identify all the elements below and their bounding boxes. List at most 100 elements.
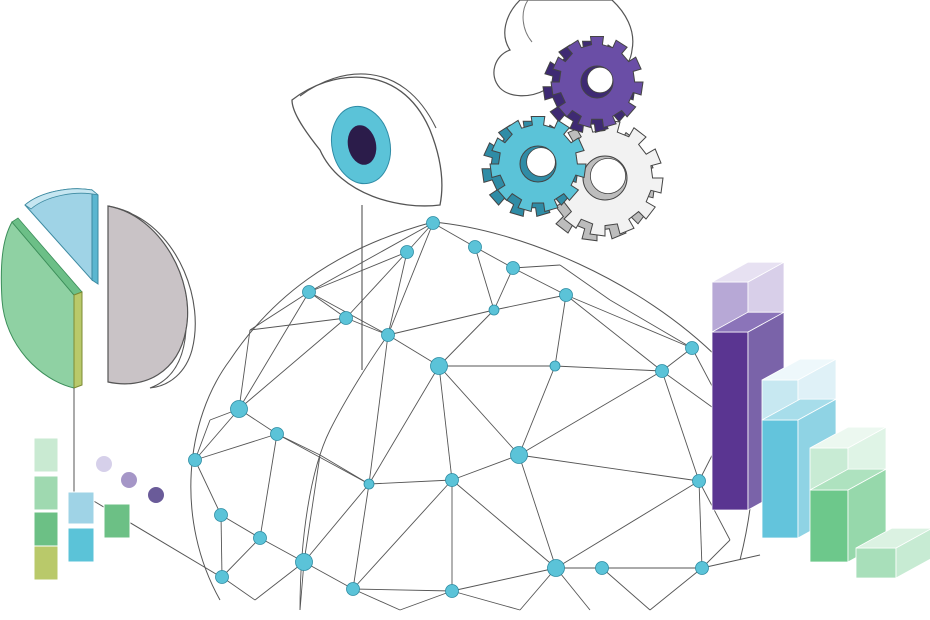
swatch: [33, 511, 59, 547]
network-link: [194, 459, 222, 516]
network-link: [194, 408, 240, 461]
network-link: [451, 479, 557, 569]
network-link: [474, 246, 495, 311]
gear-blue-icon-hole-inner: [526, 147, 556, 177]
network-node: [595, 561, 609, 575]
network-link: [276, 433, 370, 485]
network-link: [308, 291, 347, 319]
network-link: [609, 299, 693, 349]
network-link: [512, 264, 561, 269]
dot: [148, 487, 164, 503]
network-link: [238, 317, 347, 410]
network-link: [387, 334, 440, 367]
network-link: [249, 291, 310, 331]
network-node: [488, 304, 500, 316]
network-link: [352, 588, 453, 592]
swatch-face: [33, 437, 59, 473]
network-link: [352, 479, 453, 590]
network-link: [387, 222, 434, 336]
network-link: [368, 334, 389, 485]
swatch-face: [33, 475, 59, 511]
network-node: [363, 478, 375, 490]
network-node: [302, 285, 316, 299]
network-link: [559, 264, 611, 301]
network-link: [438, 309, 495, 367]
network-node: [695, 561, 709, 575]
network-link: [238, 291, 310, 410]
bar-small-top: [855, 527, 930, 549]
network-nodes: [188, 216, 737, 598]
swatch: [33, 437, 59, 473]
network-link: [352, 588, 401, 611]
network-link: [438, 365, 520, 456]
bar-small: [855, 527, 930, 579]
network-link: [238, 329, 251, 410]
network-link: [249, 317, 347, 331]
pie-chart-icon: [0, 188, 196, 500]
brain-fold: [299, 334, 389, 611]
network-node: [547, 559, 565, 577]
network-link: [518, 365, 556, 456]
network-link: [345, 251, 408, 319]
bar-green-front: [809, 489, 849, 563]
gear-white-icon-hole-inner: [590, 157, 627, 194]
swatch-face: [103, 503, 131, 539]
network-link: [519, 567, 557, 611]
network-node: [295, 553, 313, 571]
network-node: [270, 427, 284, 441]
network-link: [661, 370, 700, 482]
network-link: [451, 567, 557, 592]
network-link: [194, 419, 211, 461]
network-link: [555, 567, 591, 611]
dot: [96, 456, 112, 472]
network-node: [430, 357, 448, 375]
network-link: [493, 267, 514, 311]
bar-purple-top: [711, 311, 785, 333]
bar-green-top-top: [809, 426, 887, 449]
network-link: [220, 514, 223, 578]
brain-outline: [190, 221, 754, 601]
bar-blue-top-top: [761, 358, 837, 381]
gear-purple-icon-hole-inner: [586, 66, 614, 94]
network-link: [451, 454, 520, 481]
network-link: [474, 246, 514, 269]
network-node: [381, 328, 395, 342]
bar-chart-icon: [711, 261, 930, 579]
bar-purple-top-top: [711, 261, 785, 283]
gears-group: [481, 36, 664, 242]
swatch-face: [67, 491, 95, 525]
swatch: [33, 545, 59, 581]
network-link: [518, 454, 700, 482]
network-link: [438, 365, 453, 481]
network-node: [468, 240, 482, 254]
network-node: [400, 245, 414, 259]
network-node: [685, 341, 699, 355]
brain-network-icon: [91, 216, 761, 611]
network-link: [352, 483, 370, 590]
network-link: [368, 365, 440, 485]
network-node: [214, 508, 228, 522]
network-link: [601, 567, 651, 611]
network-links: [194, 222, 731, 611]
connector-line: [701, 554, 761, 569]
network-link: [432, 222, 476, 248]
network-link: [565, 294, 693, 349]
network-link: [308, 222, 434, 293]
network-node: [559, 288, 573, 302]
network-node: [506, 261, 520, 275]
network-node: [445, 473, 459, 487]
network-link: [698, 480, 731, 541]
network-link: [259, 433, 278, 539]
network-link: [399, 590, 453, 611]
network-link: [194, 433, 278, 461]
network-node: [510, 446, 528, 464]
bar-blue: [761, 398, 837, 539]
network-node: [346, 582, 360, 596]
network-node: [655, 364, 669, 378]
network-link: [221, 537, 261, 578]
network-link: [254, 561, 305, 601]
network-node: [549, 360, 561, 372]
network-node: [215, 570, 229, 584]
network-node: [253, 531, 267, 545]
network-link: [387, 251, 408, 336]
